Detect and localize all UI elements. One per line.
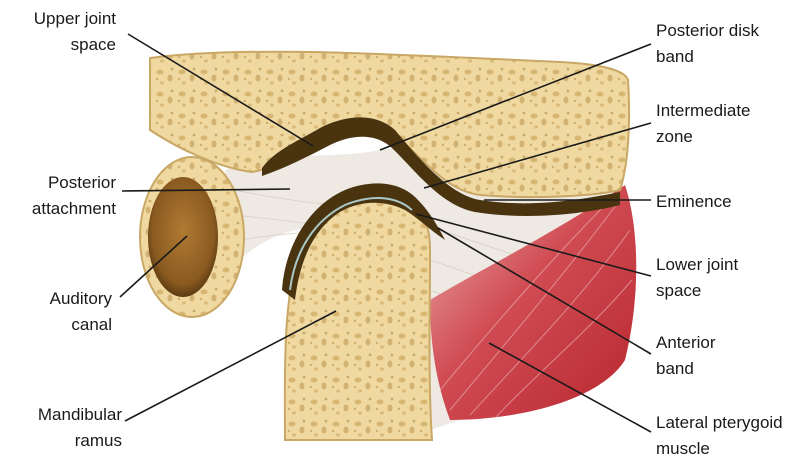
svg-text:Posterior: Posterior xyxy=(48,173,116,192)
svg-text:Anterior: Anterior xyxy=(656,333,716,352)
svg-text:Intermediate: Intermediate xyxy=(656,101,751,120)
label-posterior-attachment: Posterior attachment xyxy=(32,173,116,218)
svg-text:Mandibular: Mandibular xyxy=(38,405,122,424)
label-lateral-pterygoid-muscle: Lateral pterygoid muscle xyxy=(656,413,783,458)
label-posterior-disk-band: Posterior disk band xyxy=(656,21,759,66)
auditory-canal-opening xyxy=(148,177,218,297)
svg-text:Posterior disk: Posterior disk xyxy=(656,21,759,40)
svg-text:space: space xyxy=(656,281,701,300)
label-intermediate-zone: Intermediate zone xyxy=(656,101,751,146)
label-auditory-canal: Auditory canal xyxy=(50,289,113,334)
svg-text:band: band xyxy=(656,359,694,378)
svg-text:zone: zone xyxy=(656,127,693,146)
svg-text:band: band xyxy=(656,47,694,66)
svg-text:Lower joint: Lower joint xyxy=(656,255,738,274)
auditory-canal-ring xyxy=(140,157,244,317)
label-upper-joint-space: Upper joint space xyxy=(34,9,116,54)
svg-text:muscle: muscle xyxy=(656,439,710,458)
label-eminence: Eminence xyxy=(656,192,732,211)
svg-text:Lateral pterygoid: Lateral pterygoid xyxy=(656,413,783,432)
svg-text:Auditory: Auditory xyxy=(50,289,113,308)
label-mandibular-ramus: Mandibular ramus xyxy=(38,405,122,450)
svg-text:Eminence: Eminence xyxy=(656,192,732,211)
svg-text:canal: canal xyxy=(71,315,112,334)
label-anterior-band: Anterior band xyxy=(656,333,716,378)
svg-text:Upper joint: Upper joint xyxy=(34,9,116,28)
svg-text:ramus: ramus xyxy=(75,431,122,450)
svg-text:attachment: attachment xyxy=(32,199,116,218)
svg-text:space: space xyxy=(71,35,116,54)
label-lower-joint-space: Lower joint space xyxy=(656,255,738,300)
